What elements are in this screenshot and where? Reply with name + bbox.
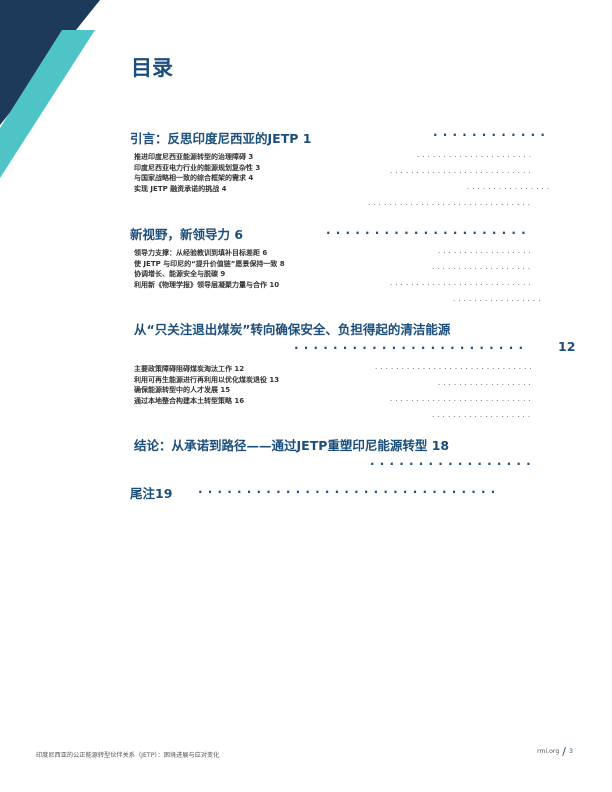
- toc-item[interactable]: 协调增长、能源安全与脱碳 9: [134, 270, 226, 278]
- leader-dots: ··················: [438, 249, 534, 257]
- leader-dots: ················: [467, 185, 553, 193]
- toc-item[interactable]: 领导力支撑：从经验教训到填补目标差距 6: [134, 249, 268, 257]
- leader-dots: ·················: [453, 297, 544, 305]
- leader-dots: ·······························: [198, 485, 501, 499]
- toc-item[interactable]: 实现 JETP 融资承诺的挑战 4: [134, 185, 227, 193]
- teal-stripe: [0, 30, 95, 178]
- toc-item[interactable]: 印度尼西亚电力行业的能源规划复杂性 3: [134, 164, 261, 172]
- footer-page-info: rmi.org/3: [537, 745, 573, 758]
- footer-document-title: 印度尼西亚的公正能源转型伙伴关系（JETP）：困境进展与应对变化: [36, 752, 220, 759]
- leader-dots: ························: [294, 341, 529, 355]
- toc-page-number: 12: [558, 339, 576, 354]
- footer-site[interactable]: rmi.org: [537, 748, 560, 755]
- leader-dots: ···················: [432, 413, 534, 421]
- leader-dots: ·················: [370, 457, 536, 471]
- toc-heading-intro[interactable]: 引言：反思印度尼西亚的JETP 1: [130, 131, 312, 146]
- leader-dots: ······························: [375, 365, 535, 373]
- toc-item[interactable]: 与国家战略相一致的综合框架的需求 4: [134, 174, 254, 182]
- leader-dots: ·····················: [326, 226, 531, 240]
- leader-dots: ···················: [432, 265, 534, 273]
- toc-item[interactable]: 确保能源转型中的人才发展 15: [134, 386, 231, 394]
- page-title: 目录: [131, 56, 173, 80]
- toc-heading-coal-transition[interactable]: 从“只关注退出煤炭”转向确保安全、负担得起的清洁能源: [134, 322, 451, 337]
- toc-heading-conclusion[interactable]: 结论：从承诺到路径——通过JETP重塑印尼能源转型 18: [134, 438, 450, 453]
- leader-dots: ··················: [438, 381, 534, 389]
- toc-item[interactable]: 推进印度尼西亚能源转型的治理障碍 3: [134, 153, 254, 161]
- toc-heading-endnotes[interactable]: 尾注19: [130, 486, 173, 501]
- toc-item[interactable]: 使 JETP 与印尼的“提升价值链”愿景保持一致 8: [134, 260, 285, 268]
- leader-dots: ············: [433, 128, 551, 142]
- toc-item[interactable]: 主要政策障碍阻碍煤炭淘汰工作 12: [134, 365, 245, 373]
- leader-dots: ···························: [390, 169, 534, 177]
- footer-separator: /: [562, 745, 567, 758]
- page-number: 3: [569, 748, 573, 755]
- leader-dots: ···························: [390, 281, 534, 289]
- corner-decoration: [0, 0, 100, 178]
- leader-dots: ······················: [417, 153, 535, 161]
- toc-item[interactable]: 通过本地整合构建本土转型策略 16: [134, 397, 245, 405]
- toc-heading-new-vision[interactable]: 新视野，新领导力 6: [130, 227, 244, 242]
- toc-item[interactable]: 利用可再生能源进行再利用以优化煤炭退役 13: [134, 376, 280, 384]
- leader-dots: ·······························: [368, 201, 534, 209]
- toc-item[interactable]: 利用新《物理学报》领导层凝聚力量与合作 10: [134, 281, 280, 289]
- leader-dots: ···························: [390, 397, 534, 405]
